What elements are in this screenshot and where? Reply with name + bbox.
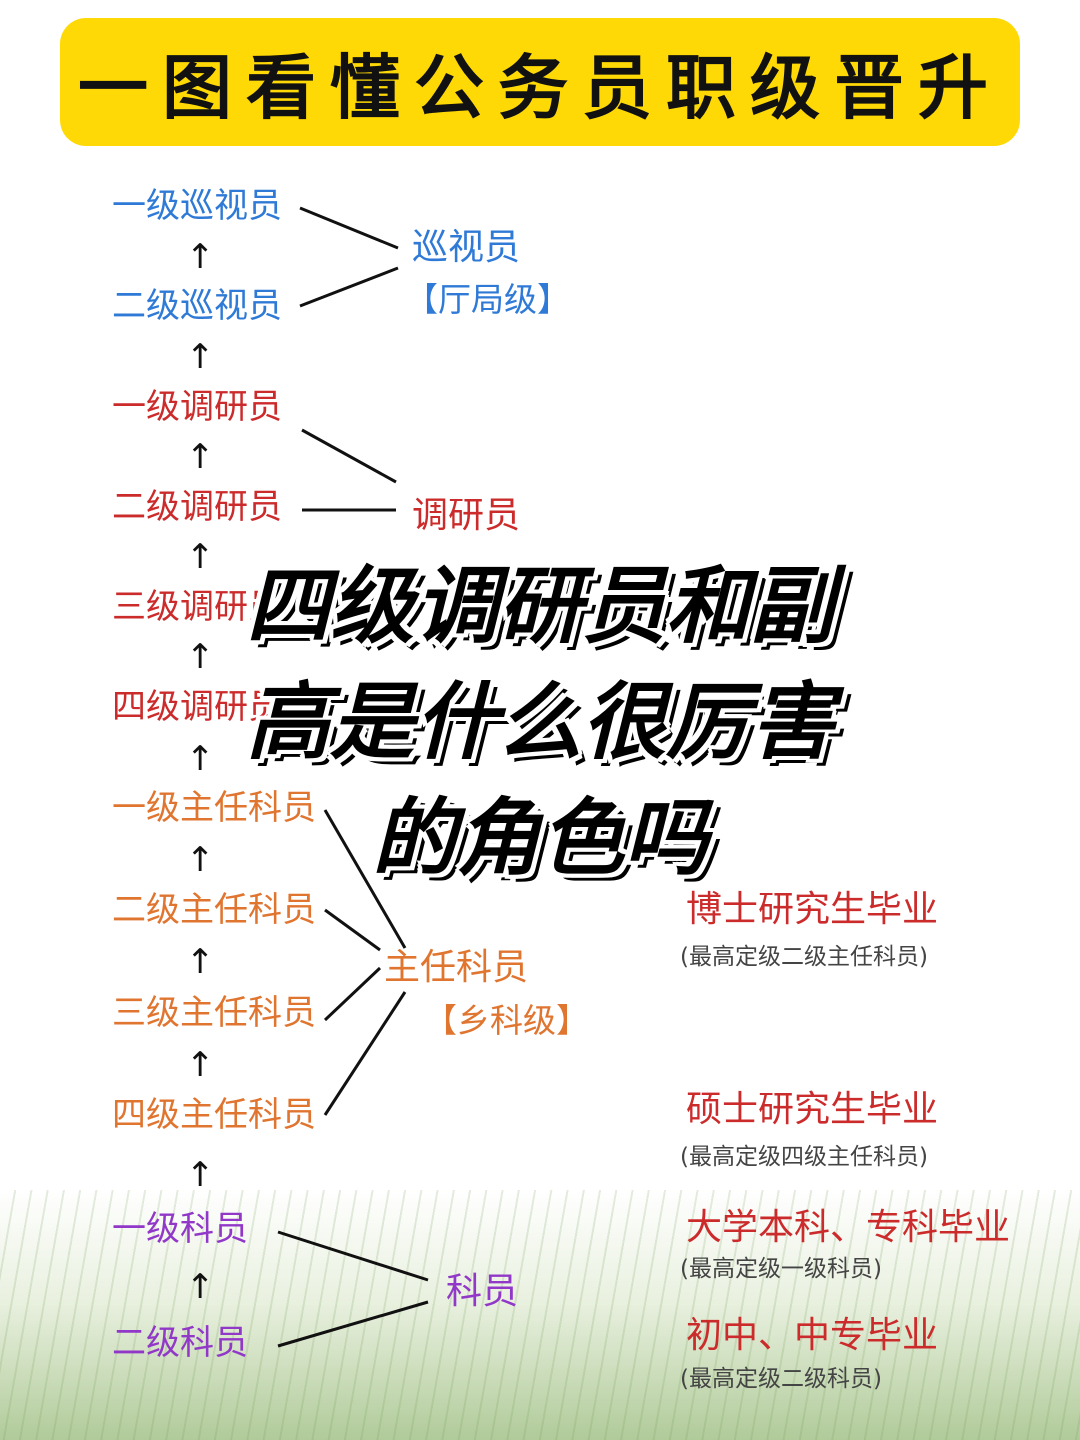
up-arrow-icon: ↑ <box>186 237 215 277</box>
up-arrow-icon: ↑ <box>186 437 215 477</box>
rank-label: 二级科员 <box>112 1323 248 1363</box>
page-title: 一图看懂公务员职级晋升 <box>78 46 1002 129</box>
group-name-researcher: 调研员 <box>412 495 521 536</box>
education-note: (最高定级一级科员) <box>680 1256 882 1282</box>
education-note: (最高定级四级主任科员) <box>680 1144 928 1170</box>
rank-label: 四级调研员 <box>112 687 282 727</box>
up-arrow-icon: ↑ <box>186 537 215 577</box>
overlay-line: 四级调研员和副 <box>245 557 834 655</box>
overlay-line: 高是什么很厉害 <box>245 673 834 771</box>
rank-label: 三级主任科员 <box>112 993 316 1033</box>
group-name-inspector: 巡视员 <box>412 227 521 268</box>
connector-line <box>299 206 399 250</box>
up-arrow-icon: ↑ <box>186 1045 215 1085</box>
rank-label: 二级主任科员 <box>112 890 316 930</box>
up-arrow-icon: ↑ <box>186 337 215 377</box>
connector-line <box>323 809 407 949</box>
education-degree: 初中、中专毕业 <box>686 1315 939 1356</box>
group-name-section: 主任科员 <box>384 947 529 988</box>
connector-line <box>277 1300 429 1348</box>
rank-label: 二级调研员 <box>112 487 282 527</box>
up-arrow-icon: ↑ <box>186 739 215 779</box>
rank-label: 一级调研员 <box>112 387 282 427</box>
up-arrow-icon: ↑ <box>186 840 215 880</box>
up-arrow-icon: ↑ <box>186 1155 215 1195</box>
rank-label: 二级巡视员 <box>112 286 282 326</box>
rank-label: 四级主任科员 <box>112 1095 316 1135</box>
overlay-line: 的角色吗 <box>371 789 708 887</box>
connector-line <box>301 428 397 484</box>
education-note: (最高定级二级主任科员) <box>680 944 928 970</box>
connector-line <box>324 908 381 952</box>
connector-line <box>299 266 399 308</box>
rank-label: 三级调研员 <box>112 587 282 627</box>
education-degree: 硕士研究生毕业 <box>686 1089 939 1130</box>
rank-label: 一级巡视员 <box>112 186 282 226</box>
title-banner: 一图看懂公务员职级晋升 <box>60 18 1020 146</box>
education-note: (最高定级二级科员) <box>680 1366 882 1392</box>
connector-line <box>323 991 407 1116</box>
education-degree: 博士研究生毕业 <box>686 889 939 930</box>
group-name-clerk: 科员 <box>446 1271 519 1312</box>
connector-line <box>277 1230 429 1282</box>
group-level-section: 【乡科级】 <box>424 1001 589 1040</box>
education-degree: 大学本科、专科毕业 <box>686 1207 1011 1248</box>
rank-label: 一级主任科员 <box>112 788 316 828</box>
rank-label: 一级科员 <box>112 1209 248 1249</box>
group-level-inspector: 【厅局级】 <box>405 280 570 319</box>
connector-line <box>323 966 382 1022</box>
up-arrow-icon: ↑ <box>186 637 215 677</box>
up-arrow-icon: ↑ <box>186 942 215 982</box>
grass-background <box>0 1190 1080 1440</box>
overlay-headline: 四级调研员和副 高是什么很厉害 的角色吗 <box>150 548 930 896</box>
up-arrow-icon: ↑ <box>186 1267 215 1307</box>
